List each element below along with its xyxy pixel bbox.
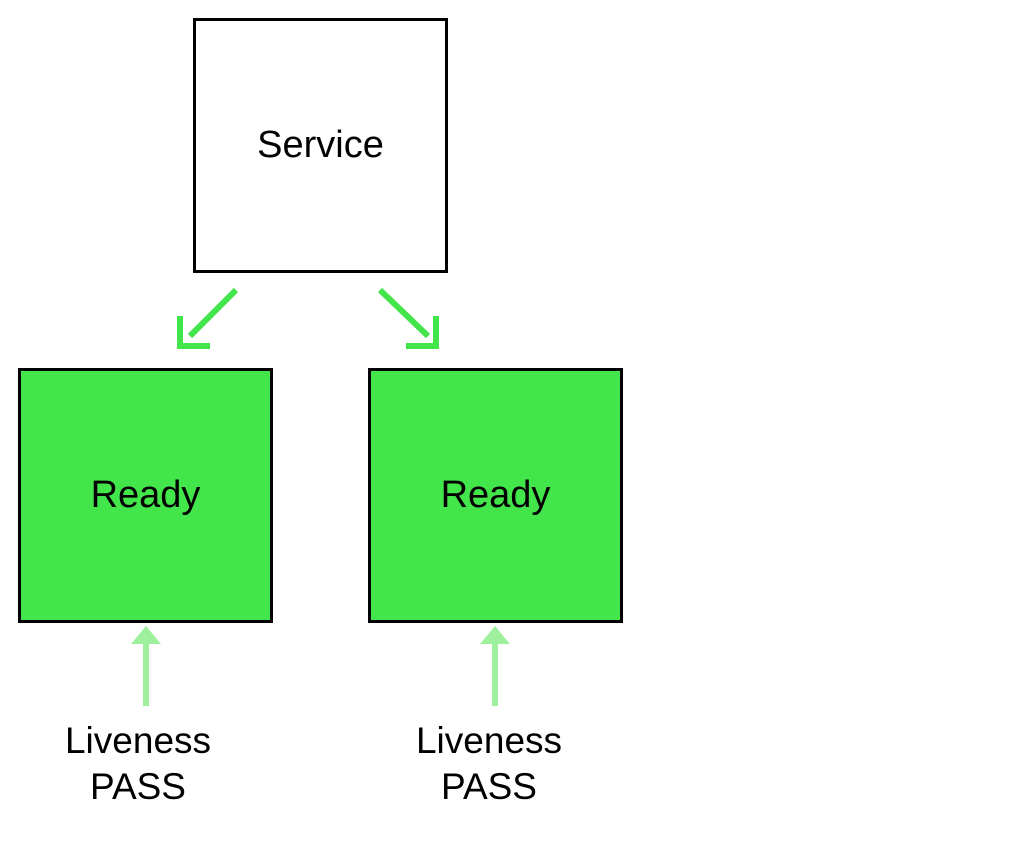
pod-box-left: Ready [18,368,273,623]
probe-type: Liveness [415,720,563,761]
traffic-arrow-left [177,287,239,349]
traffic-arrow-right [377,287,439,349]
pod-status-label: Ready [440,474,551,516]
pod-status-label: Ready [90,474,201,516]
service-label: Service [257,124,384,166]
probe-result: PASS [90,766,186,807]
service-box: Service [193,18,448,273]
probe-type: Liveness [64,720,212,761]
probe-label-left: Liveness PASS [18,718,258,810]
pod-box-right: Ready [368,368,623,623]
probe-arrow-right [480,626,510,706]
probe-label-right: Liveness PASS [369,718,609,810]
probe-arrow-left [131,626,161,706]
probe-result: PASS [441,766,537,807]
